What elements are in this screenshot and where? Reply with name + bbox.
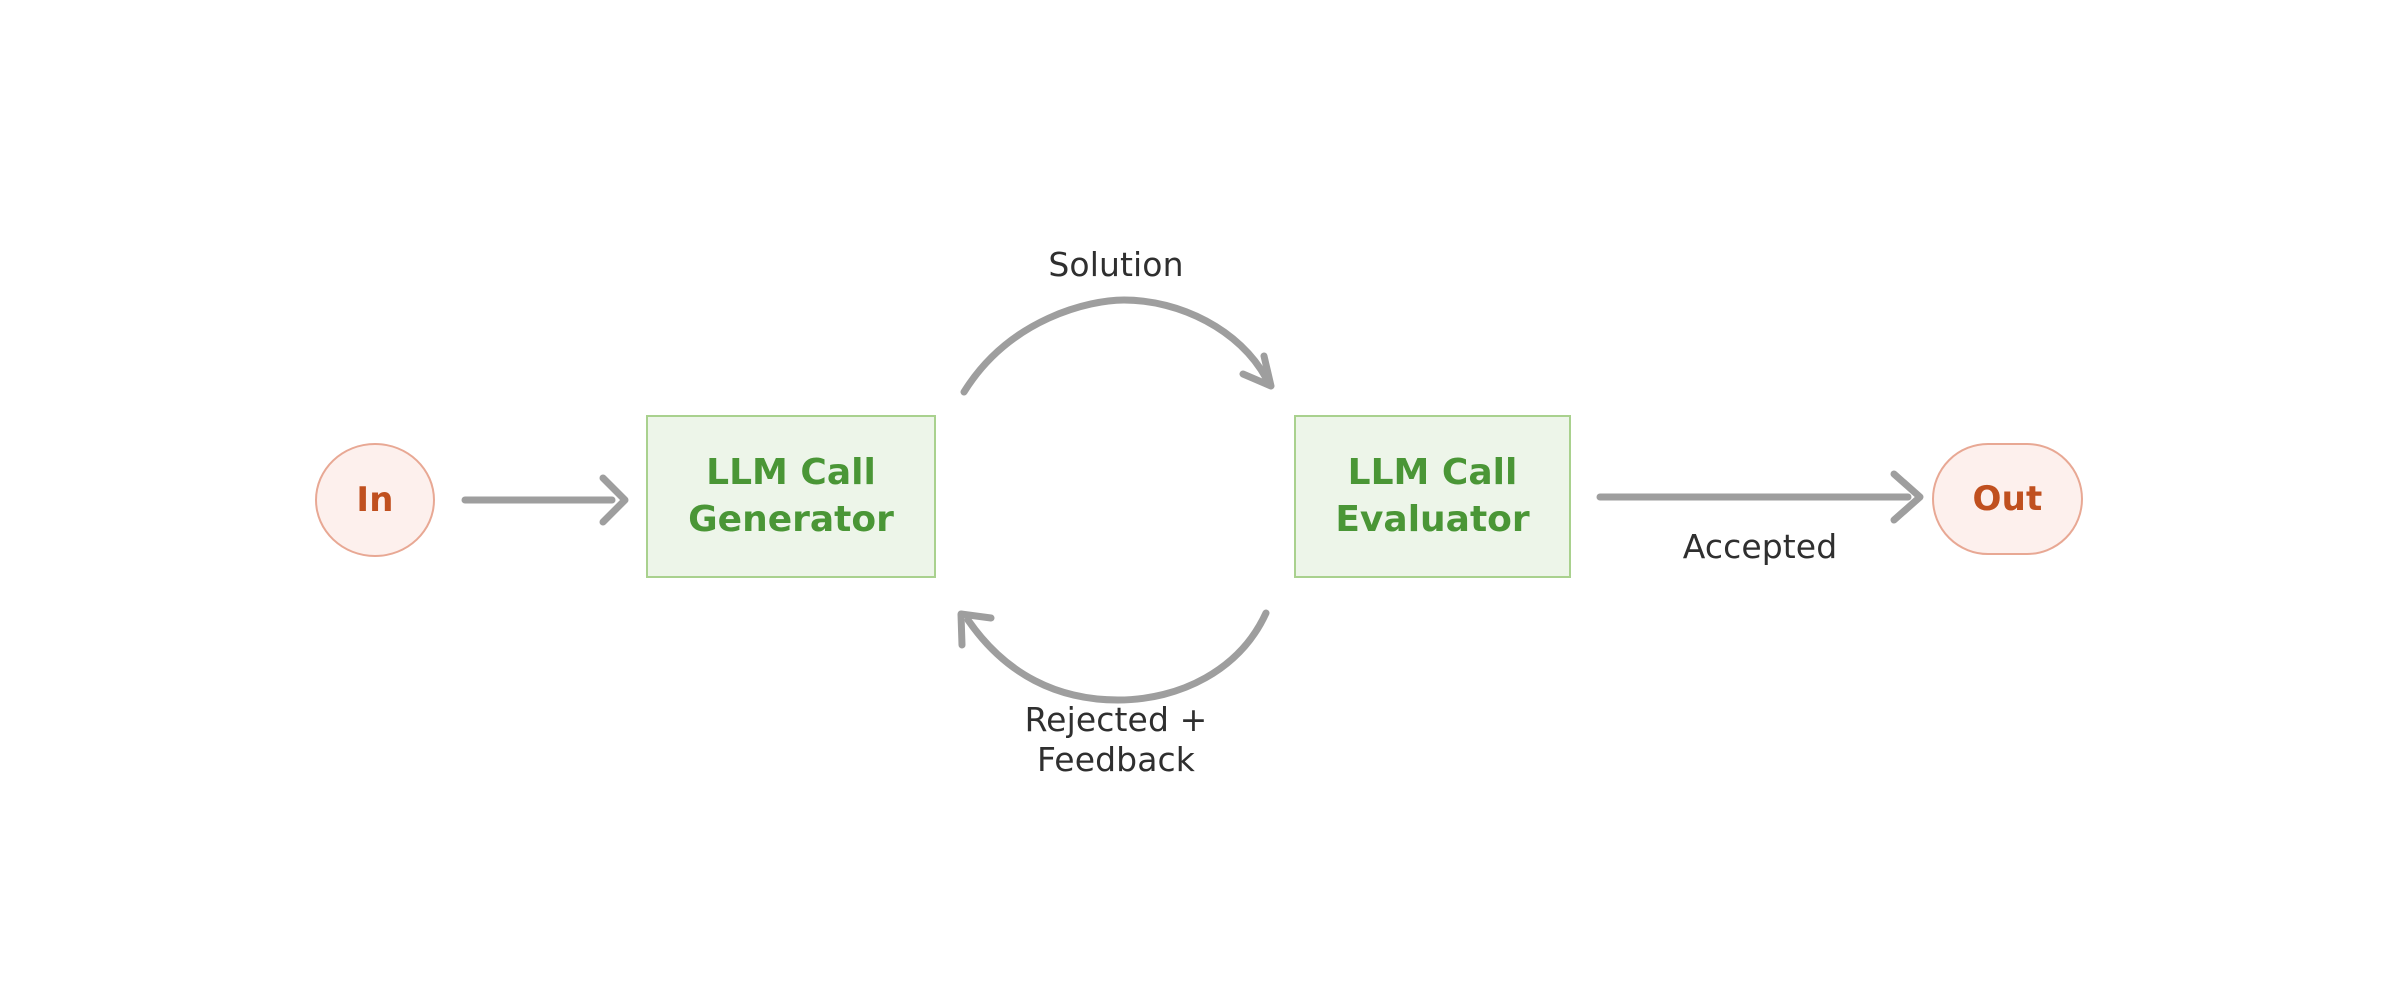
node-llm-call-evaluator-label: LLM Call Evaluator [1335, 452, 1530, 540]
edge-label-accepted: Accepted [1682, 527, 1838, 566]
edge-label-solution: Solution [1048, 245, 1184, 284]
node-llm-call-generator[interactable]: LLM Call Generator [646, 415, 936, 578]
node-llm-call-evaluator[interactable]: LLM Call Evaluator [1294, 415, 1571, 578]
edge-label-rejected-feedback: Rejected + Feedback [1024, 700, 1208, 780]
node-llm-call-generator-label: LLM Call Generator [688, 452, 894, 540]
edge-in-to-generator [461, 474, 629, 526]
edge-evaluator-to-out [1596, 470, 1924, 524]
edge-generator-to-evaluator [960, 296, 1275, 396]
node-output-label: Out [1972, 479, 2043, 519]
edge-evaluator-to-generator [957, 609, 1270, 704]
node-input[interactable]: In [315, 443, 435, 557]
node-output[interactable]: Out [1932, 443, 2083, 555]
node-input-label: In [356, 480, 394, 520]
